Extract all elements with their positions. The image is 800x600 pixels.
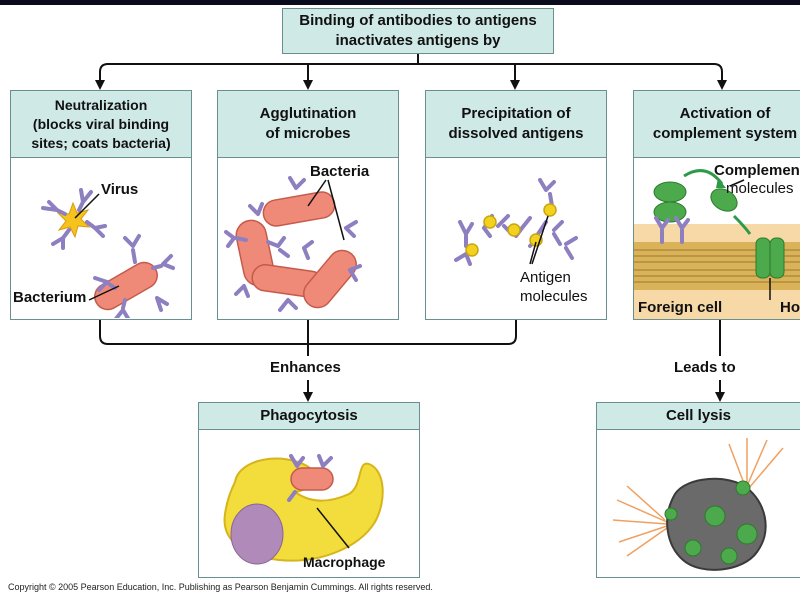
membrane-attack-complex-icons [664,480,758,565]
title-line-2: inactivates antigens by [335,32,501,49]
precipitation-illustration [454,178,578,266]
agglutination-box: Agglutination of microbes Bacteria [217,90,399,320]
arrowhead-agglutination [303,80,313,90]
arrowhead-precipitation [510,80,520,90]
complement-header: Activation of complement system [634,91,800,158]
engulfed-bacterium-icon [290,467,334,491]
precipitation-header-line-1: Precipitation of [461,105,571,122]
complement-illustration [634,169,800,319]
title-line-1: Binding of antibodies to antigens [299,12,537,29]
complement-pointer [729,179,745,187]
antibody-group-membrane [654,216,690,244]
antigen-molecules-icon [465,203,557,257]
virus-label: Virus [101,181,139,198]
antigen-label-line-2: molecules [520,288,588,305]
top-border-bar [0,0,800,5]
nucleus-icon [230,503,284,565]
complement-header-line-1: Activation of [679,105,771,122]
cytoplasm-burst-lines [612,438,784,557]
phagocytosis-illustration [223,454,384,565]
antigen-pointer-2 [531,215,549,265]
hole-label: Hole [780,299,800,316]
bacteria-cluster-icon [235,191,357,309]
precipitation-box: Precipitation of dissolved antigens Anti… [425,90,607,320]
bacteria-pointer-1 [307,179,327,207]
bacterium-label: Bacterium [13,289,87,306]
complement-header-line-2: complement system [652,125,798,142]
antibody-group-agglutination [224,176,362,312]
phagocytosis-header: Phagocytosis [199,403,419,430]
lysis-header: Cell lysis [597,403,800,430]
bacteria-label: Bacteria [310,163,370,180]
lysis-box: Cell lysis [596,402,800,578]
virus-icon [56,201,91,239]
complement-label-line-2: molecules [726,180,794,197]
complement-arrow-2 [732,214,752,235]
neutralization-header: Neutralization (blocks viral binding sit… [11,91,191,158]
arrowhead-complement [717,80,727,90]
antibody-group-phagocytosis [287,454,333,502]
complement-box: Activation of complement system [633,90,800,320]
copyright-notice: Copyright © 2005 Pearson Education, Inc.… [8,582,433,592]
agglutination-header: Agglutination of microbes [218,91,398,158]
phagocytosis-box: Phagocytosis Macrophage [198,402,420,578]
antigen-pointer-1 [529,241,537,265]
agglutination-header-line-1: Agglutination [259,105,357,122]
neutralization-header-line-1: Neutralization [54,96,148,113]
neutralization-box: Neutralization (blocks viral binding sit… [10,90,192,320]
complement-arrowhead [716,178,726,188]
precipitation-header-line-2: dissolved antigens [448,125,584,142]
bacteria-pointer-2 [327,179,345,241]
antigen-label-line-1: Antigen [520,269,571,286]
lysis-illustration [612,438,784,571]
bacterium-pointer [88,285,120,301]
foreign-cell-label: Foreign cell [638,299,723,316]
enhances-label: Enhances [270,359,341,376]
macrophage-pointer [316,507,350,549]
virus-pointer [74,193,100,219]
neutralization-header-line-2: (blocks viral binding [32,115,170,132]
arrowhead-lysis [715,392,725,402]
top-branch-line [99,63,723,84]
complement-molecules-icon [653,181,785,279]
precipitation-header: Precipitation of dissolved antigens [426,91,606,158]
leads-to-label: Leads to [674,359,736,376]
complement-label-line-1: Complement [714,162,800,179]
neutralization-illustration [41,188,175,318]
antibody-group-virus [41,188,107,250]
diagram-title-box: Binding of antibodies to antigens inacti… [282,8,554,54]
arrowhead-neutralization [95,80,105,90]
agglutination-illustration [224,176,362,312]
agglutination-header-line-2: of microbes [265,125,351,142]
neutralization-header-line-3: sites; coats bacteria) [31,134,171,151]
arrowhead-phagocytosis [303,392,313,402]
antibody-group-bacterium [93,234,175,318]
macrophage-label: Macrophage [303,554,386,570]
